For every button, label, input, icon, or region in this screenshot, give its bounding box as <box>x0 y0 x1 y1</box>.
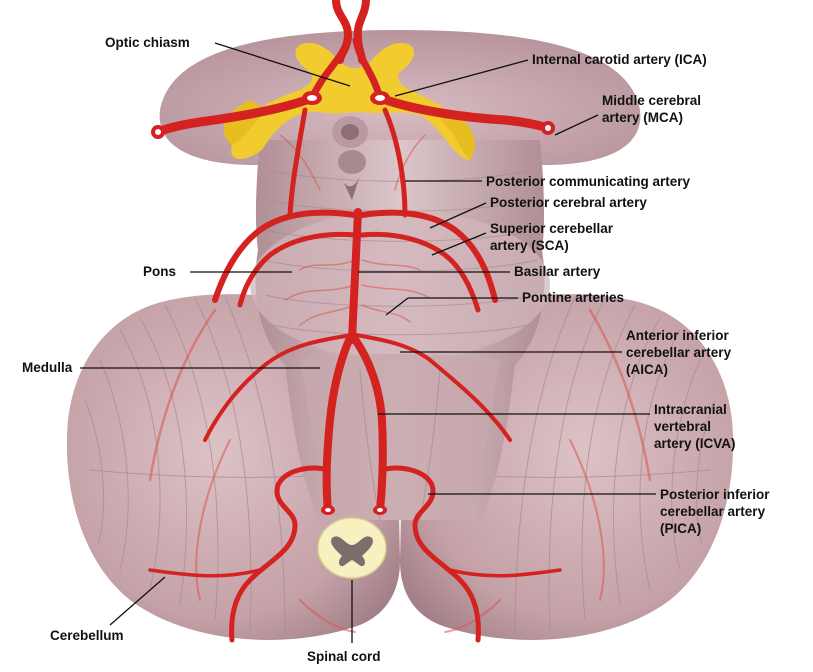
label-basilar: Basilar artery <box>514 264 601 279</box>
leader-lines <box>80 42 656 643</box>
label-spinal-cord: Spinal cord <box>307 649 381 664</box>
sca-left <box>237 231 358 308</box>
leader-mca <box>554 114 599 136</box>
spinal-cord-section <box>317 517 387 579</box>
label-aica-line2: cerebellar artery <box>626 345 732 360</box>
aica-left <box>203 333 354 442</box>
label-ica: Internal carotid artery (ICA) <box>532 52 707 67</box>
leader-optic-chiasm <box>214 42 351 87</box>
label-optic-chiasm: Optic chiasm <box>105 35 190 50</box>
cerebellar-branches <box>148 308 652 633</box>
label-sca-line2: artery (SCA) <box>490 238 569 253</box>
pontine-arteries <box>279 134 431 326</box>
label-icva-line2: vertebral <box>654 419 711 434</box>
arteries <box>148 0 652 643</box>
pica-left-branch <box>148 568 262 578</box>
anterior-cerebral <box>308 36 384 102</box>
mammillary-bodies <box>332 116 368 200</box>
basilar-artery <box>348 208 362 344</box>
label-aica-line3: (AICA) <box>626 362 668 377</box>
leader-ica <box>394 59 529 97</box>
label-icva-line1: Intracranial <box>654 402 727 417</box>
leader-sca <box>431 232 487 256</box>
vertebral-left <box>322 334 354 514</box>
sca-right <box>359 231 481 313</box>
label-pica-line2: cerebellar artery <box>660 504 766 519</box>
label-medulla: Medulla <box>22 360 73 375</box>
pcomm-left <box>287 107 308 218</box>
mca-right <box>375 93 553 133</box>
label-cerebellum: Cerebellum <box>50 628 124 643</box>
pca-left <box>212 209 358 303</box>
cerebellar-folia <box>84 296 716 636</box>
pica-left <box>229 465 331 643</box>
pcomm-right <box>382 107 408 218</box>
label-sca-line1: Superior cerebellar <box>490 221 614 236</box>
label-pica-line3: (PICA) <box>660 521 701 536</box>
label-pcomm: Posterior communicating artery <box>486 174 691 189</box>
medulla-pyramids <box>300 354 500 520</box>
label-aica-line1: Anterior inferior <box>626 328 730 343</box>
label-pons: Pons <box>143 264 176 279</box>
labels: Optic chiasm Internal carotid artery (IC… <box>22 35 770 664</box>
label-icva-line3: artery (ICVA) <box>654 436 736 451</box>
aica-right <box>354 333 512 442</box>
leader-pontine <box>385 297 409 316</box>
optic-chiasm-shape <box>231 42 470 160</box>
pica-right <box>379 465 481 643</box>
pca-right <box>359 209 498 303</box>
artery-cut-ends <box>151 91 555 515</box>
leader-pca <box>429 202 487 229</box>
mca-left <box>153 93 317 137</box>
pica-right-branch <box>448 568 562 578</box>
vertebral-right <box>350 334 387 514</box>
label-mca-line2: artery (MCA) <box>602 110 683 125</box>
label-pca: Posterior cerebral artery <box>490 195 647 210</box>
optic-tract-right <box>440 112 475 160</box>
label-pica-line1: Posterior inferior <box>660 487 770 502</box>
leader-cerebellum <box>109 576 166 626</box>
label-mca-line1: Middle cerebral <box>602 93 701 108</box>
label-pontine: Pontine arteries <box>522 290 624 305</box>
